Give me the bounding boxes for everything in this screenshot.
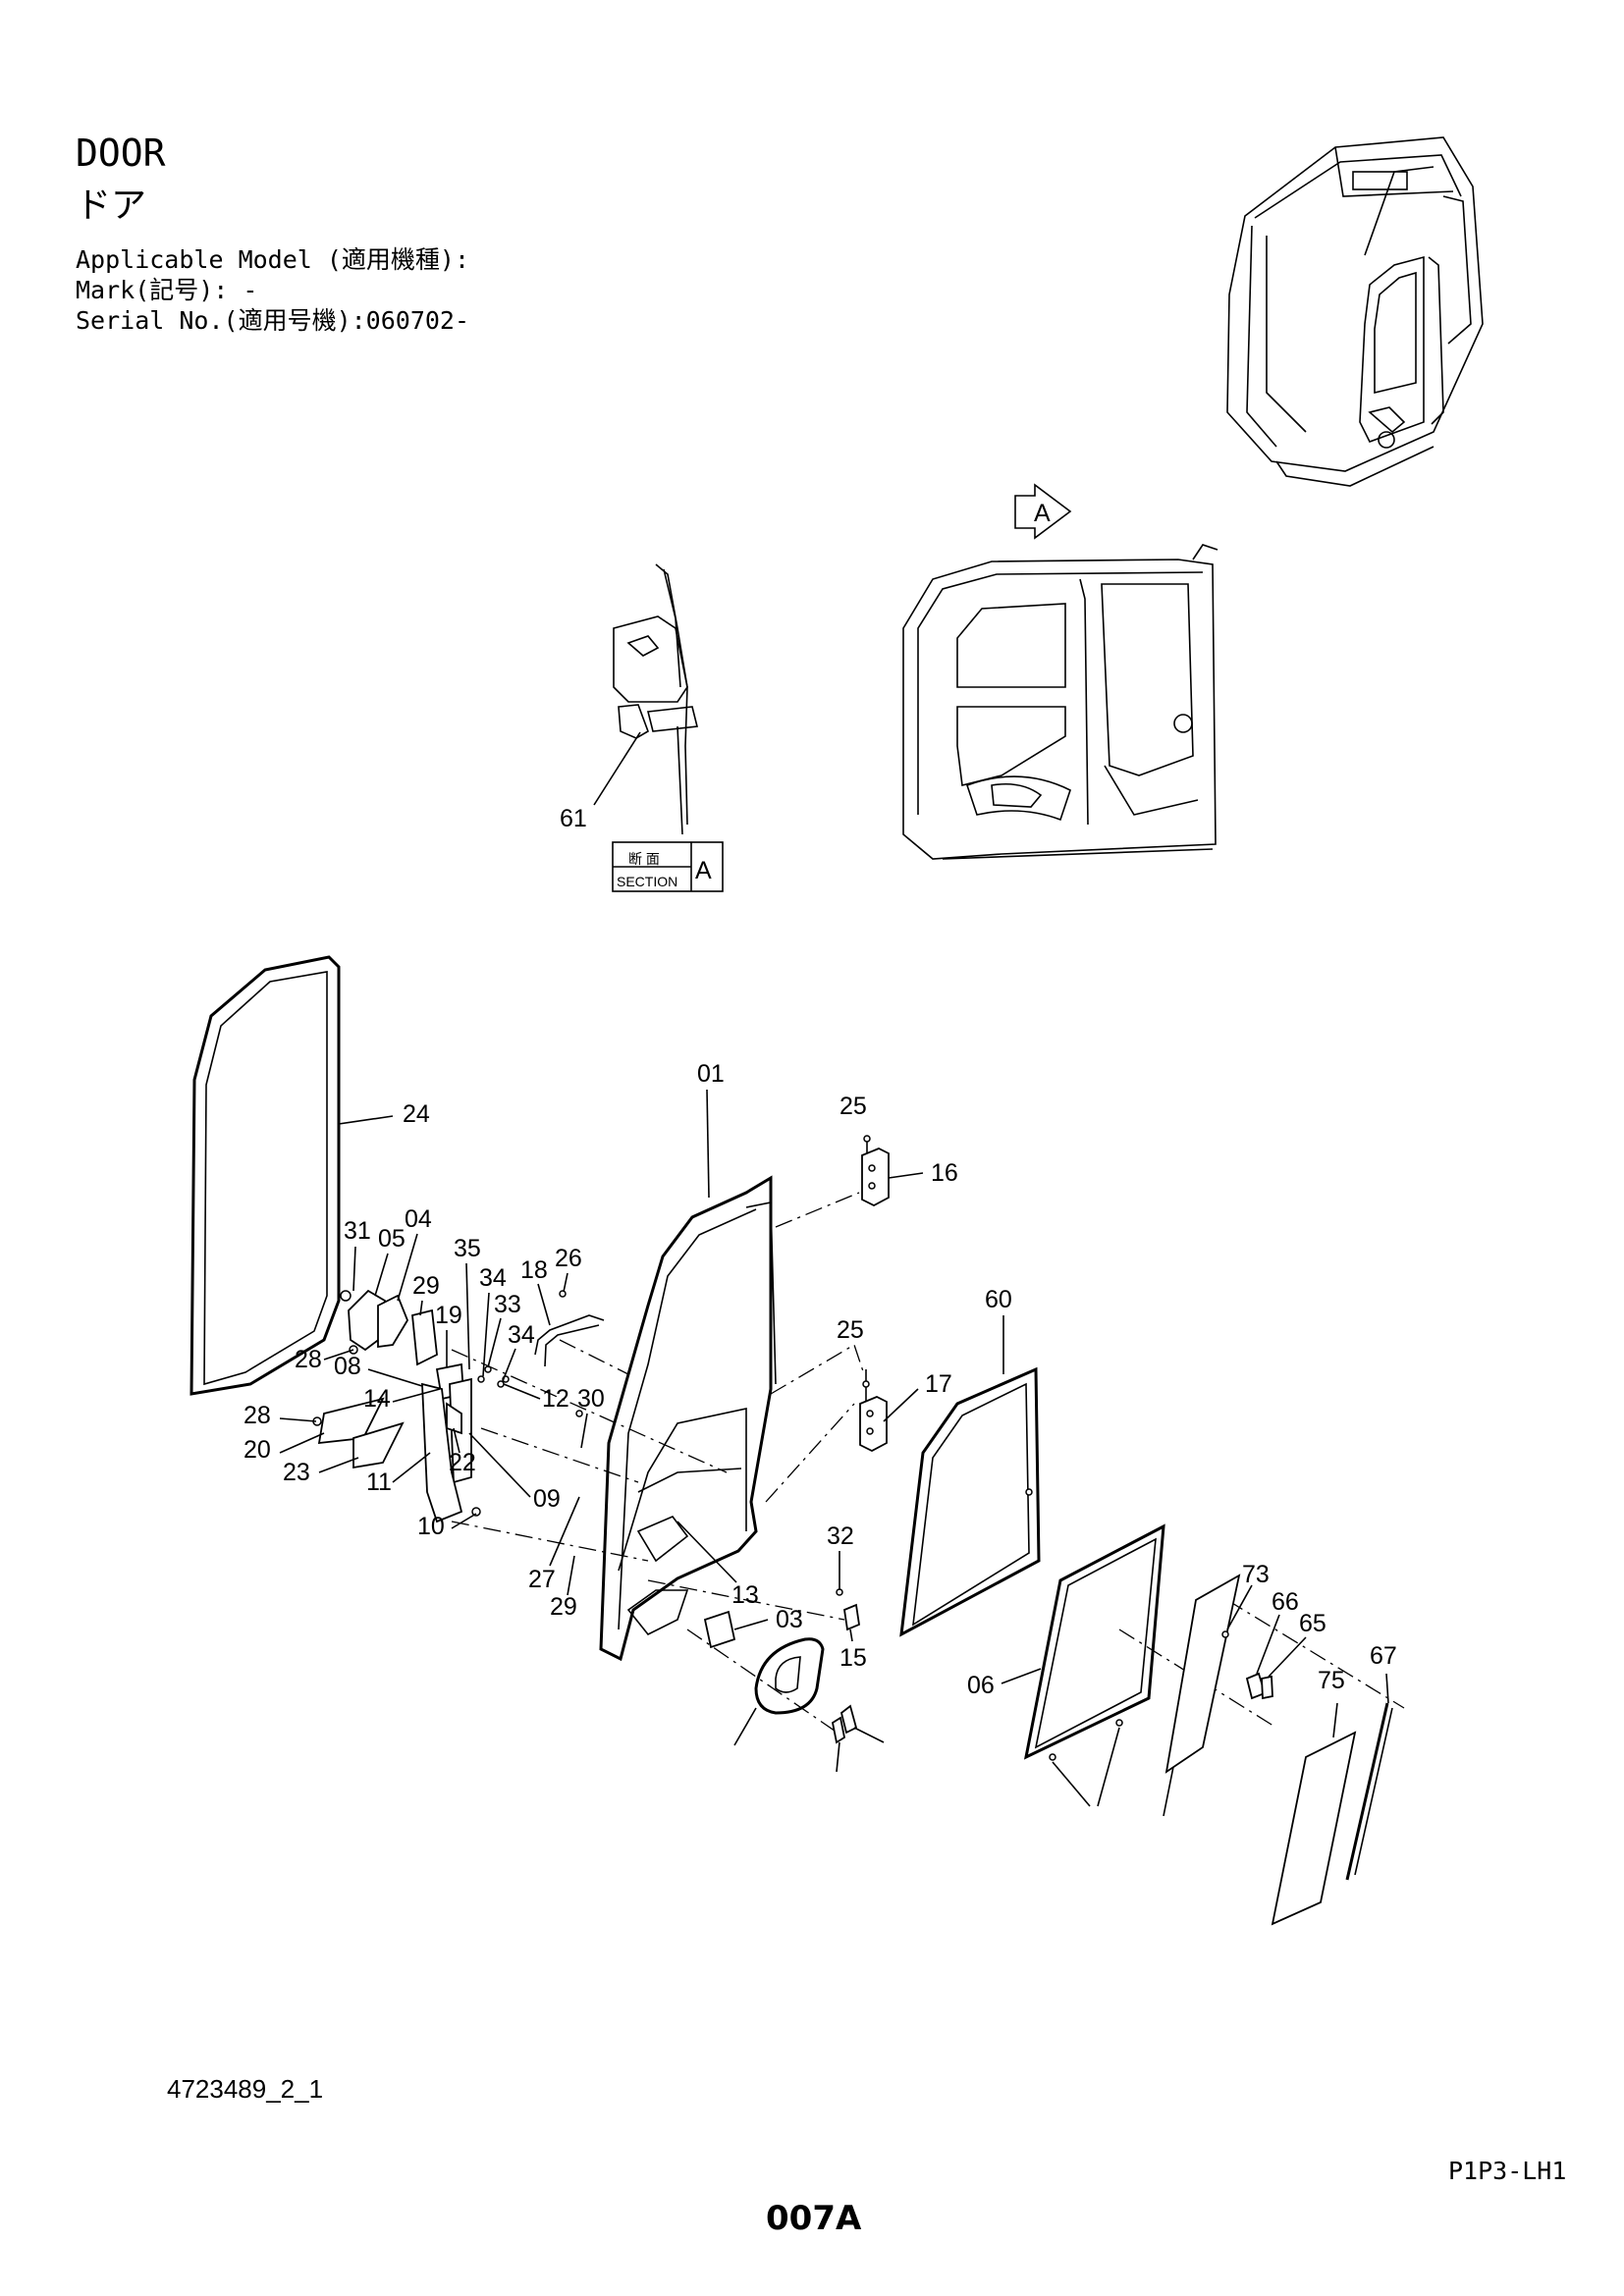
callout-04: 04 — [405, 1205, 432, 1233]
callout-08: 08 — [334, 1353, 361, 1380]
callout-17: 17 — [925, 1370, 952, 1398]
callout-25: 25 — [839, 1093, 867, 1120]
part-60-window-frame: 60 — [899, 1286, 1041, 1637]
part-63-glass — [1163, 1574, 1241, 1817]
callout-29a: 29 — [412, 1272, 440, 1300]
callout-12: 12 — [542, 1385, 569, 1413]
page-number: 007A — [766, 2199, 862, 2238]
callout-13: 13 — [731, 1581, 759, 1609]
section-arrow-letter: A — [1034, 500, 1051, 527]
part-62-glass: 75 — [1271, 1667, 1357, 1926]
cab-overview-illustration — [1226, 136, 1484, 487]
callout-66: 66 — [1272, 1588, 1299, 1616]
assembly-center-lines — [451, 1192, 1405, 1738]
callout-61: 61 — [560, 805, 587, 832]
part-75-bolts — [1049, 1719, 1123, 1807]
part-68-glass: 06 — [967, 1523, 1165, 1760]
callout-20: 20 — [244, 1436, 271, 1464]
callout-32: 32 — [827, 1522, 854, 1550]
door-interior-view — [902, 544, 1218, 860]
callout-16: 16 — [931, 1159, 958, 1187]
callout-28a: 28 — [295, 1346, 322, 1373]
callout-23: 23 — [283, 1459, 310, 1486]
part-17-hinge-lower: 25 17 — [837, 1316, 952, 1453]
section-a-detail: 61 断 面 SECTION A — [560, 563, 724, 892]
callout-60: 60 — [985, 1286, 1012, 1313]
callout-01: 01 — [697, 1060, 725, 1088]
section-box-letter: A — [695, 857, 712, 884]
callout-29b: 29 — [550, 1593, 577, 1621]
page-title: DOOR — [76, 132, 166, 175]
callout-31: 31 — [344, 1217, 371, 1245]
lock-parts-cluster — [312, 1289, 605, 1523]
serial-number-line: Serial No.(適用号機):060702- — [76, 306, 470, 335]
callout-10: 10 — [417, 1513, 445, 1540]
callout-34a: 34 — [479, 1264, 507, 1292]
part-01-door-frame: 01 — [599, 1060, 777, 1662]
callout-05: 05 — [378, 1225, 406, 1253]
callout-26: 26 — [555, 1245, 582, 1272]
part-67-strip: 67 — [1345, 1642, 1397, 1881]
mark-line: Mark(記号): - — [76, 276, 258, 304]
applicable-model-line: Applicable Model (適用機種): — [76, 245, 470, 274]
callout-22: 22 — [449, 1449, 476, 1476]
callout-28b: 28 — [244, 1402, 271, 1429]
section-arrow-a: A — [1014, 483, 1072, 540]
handle-parts: 32 15 13 03 — [677, 1521, 885, 1773]
callout-68: 06 — [967, 1672, 995, 1699]
document-number: 4723489_2_1 — [167, 2074, 324, 2104]
callout-25b: 25 — [837, 1316, 864, 1344]
lock-callouts: 31 05 04 35 18 26 34 29 33 19 34 28 08 1… — [244, 1205, 605, 1621]
callout-14: 14 — [363, 1385, 391, 1413]
callout-67: 67 — [1370, 1642, 1397, 1670]
callout-03: 03 — [776, 1606, 803, 1633]
page-reference: P1P3-LH1 — [1448, 2157, 1567, 2185]
callout-27: 27 — [528, 1566, 556, 1593]
section-box-english: SECTION — [617, 874, 677, 889]
parts-73-66-65: 73 66 65 — [1221, 1561, 1326, 1700]
callout-18: 18 — [520, 1256, 548, 1284]
callout-24: 24 — [403, 1100, 430, 1128]
callout-09: 09 — [533, 1485, 561, 1513]
callout-33: 33 — [494, 1291, 521, 1318]
callout-73: 73 — [1242, 1561, 1270, 1588]
callout-35: 35 — [454, 1235, 481, 1262]
callout-15: 15 — [839, 1644, 867, 1672]
callout-62: 75 — [1318, 1667, 1345, 1694]
callout-11: 11 — [366, 1468, 392, 1496]
callout-19: 19 — [435, 1302, 462, 1329]
callout-65: 65 — [1299, 1610, 1326, 1637]
page-title-japanese: ドア — [76, 186, 147, 226]
part-24-seal: 24 — [189, 955, 430, 1396]
callout-34b: 34 — [508, 1321, 535, 1349]
callout-30: 30 — [577, 1385, 605, 1413]
section-box-japanese: 断 面 — [628, 851, 660, 867]
part-16-hinge-upper: 25 16 — [839, 1093, 958, 1207]
